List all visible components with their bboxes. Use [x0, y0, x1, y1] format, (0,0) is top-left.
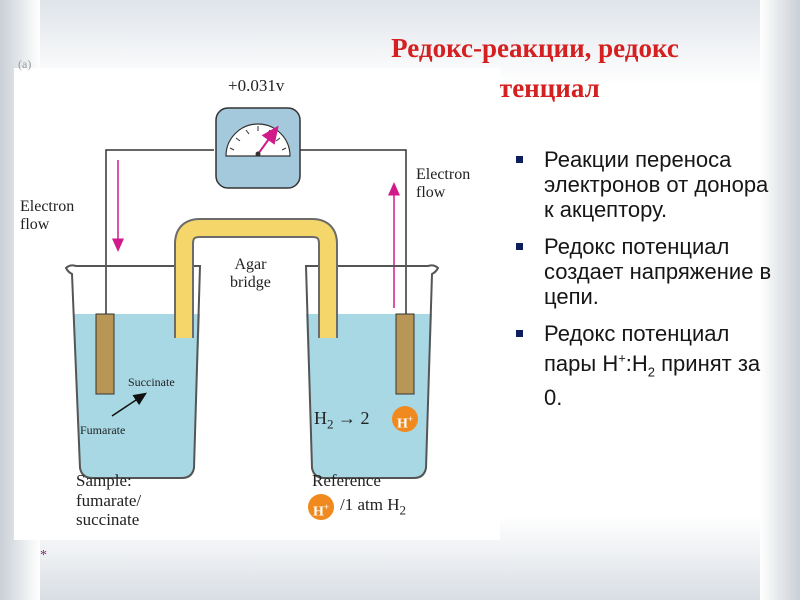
bullet-item: Редокс потенциал создает напряжение в це…	[514, 234, 776, 309]
right-beaker	[304, 264, 440, 479]
voltmeter-reading: +0.031v	[228, 76, 285, 95]
right-wire	[300, 149, 407, 320]
title-line-1: Редокс-реакции, редокс	[391, 33, 679, 63]
bullet-text: Редокс потенциал создает напряжение в це…	[544, 234, 772, 309]
reference-h-plus-ion: H+	[308, 494, 334, 520]
electron-flow-left-label: Electron flow	[20, 198, 75, 234]
square-bullet-icon	[516, 156, 523, 163]
electrochemical-cell-diagram: (a) +0.031v Electron flow Electron flow …	[14, 57, 500, 540]
square-bullet-icon	[516, 243, 523, 250]
bullet-item: Редокс потенциал пары H+:H2 принят за 0.	[514, 321, 776, 410]
right-electrode	[395, 313, 415, 395]
footer-marker: *	[40, 548, 47, 563]
corner-label: (a)	[18, 57, 32, 71]
voltmeter-needle	[257, 125, 279, 155]
reference-gas-label: /1 atm H2	[340, 495, 406, 518]
reference-label: Reference	[312, 471, 381, 490]
electron-flow-right-label: Electron flow	[416, 166, 471, 202]
bullet-item: Реакции переноса электронов от донора к …	[514, 147, 776, 222]
reaction-equation: H2 → 2	[314, 408, 370, 432]
right-edge-shading	[760, 0, 800, 600]
left-solution	[74, 314, 200, 478]
left-beaker	[64, 264, 202, 479]
fumarate-arrow	[111, 392, 147, 417]
bullet-list: Реакции переноса электронов от донора к …	[514, 147, 776, 422]
agar-bridge-label: Agar bridge	[230, 256, 271, 292]
sample-label: Sample: fumarate/ succinate	[76, 471, 142, 530]
bullet-text: Реакции переноса электронов от донора к …	[544, 147, 769, 222]
left-wire	[105, 149, 214, 328]
square-bullet-icon	[516, 330, 523, 337]
h-plus-ion: H+	[392, 406, 418, 432]
left-electrode	[95, 313, 115, 395]
fumarate-label: Fumarate	[80, 423, 126, 437]
cell-illustration	[64, 107, 440, 479]
bullet-text: Редокс потенциал пары H+:H2 принят за 0.	[544, 321, 761, 410]
succinate-label: Succinate	[128, 375, 175, 389]
